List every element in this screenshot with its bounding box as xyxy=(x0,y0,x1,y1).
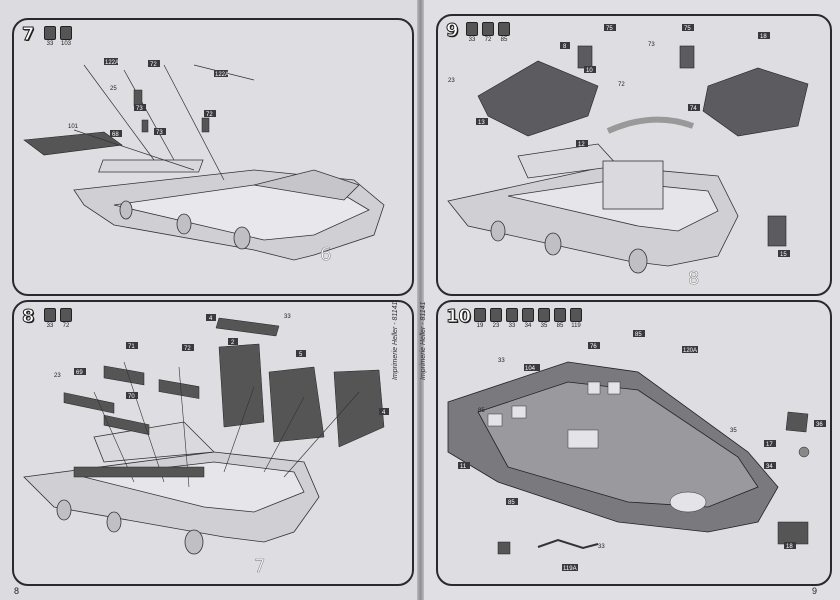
step-8-panel: 8 33 72 4 2 xyxy=(12,300,414,586)
svg-text:33: 33 xyxy=(598,544,605,550)
svg-text:76: 76 xyxy=(590,344,597,350)
paint-swatches: 33 103 xyxy=(44,26,72,47)
step-10-diagram: 85 76 120A 11 36 104 17 34 119A 85 18 33… xyxy=(447,330,826,572)
svg-text:4: 4 xyxy=(209,316,213,322)
svg-text:13: 13 xyxy=(478,120,485,126)
left-page-number: 8 xyxy=(14,586,20,596)
svg-text:6: 6 xyxy=(320,244,331,265)
svg-text:71: 71 xyxy=(128,344,135,350)
svg-text:7: 7 xyxy=(254,556,265,577)
step-7-panel: 7 33 103 122A 72 122A 73 72 73 xyxy=(12,18,414,296)
svg-text:75: 75 xyxy=(606,26,613,32)
svg-text:5: 5 xyxy=(299,352,303,358)
step-7-diagram: 122A 72 122A 73 72 73 68 101 25 6 xyxy=(23,58,385,265)
svg-text:18: 18 xyxy=(786,544,793,550)
svg-text:34: 34 xyxy=(766,464,773,470)
svg-text:23: 23 xyxy=(448,78,455,84)
svg-text:2: 2 xyxy=(231,340,235,346)
svg-text:122A: 122A xyxy=(215,72,229,78)
step-8-diagram: 4 2 71 72 69 70 5 4 33 23 7 xyxy=(23,314,389,577)
svg-text:4: 4 xyxy=(382,410,386,416)
imprint-text-right: Imprimerie Heller - 81141 xyxy=(420,301,427,380)
step-number: 7 xyxy=(22,24,35,46)
svg-text:70: 70 xyxy=(128,394,135,400)
svg-text:15: 15 xyxy=(780,252,787,258)
svg-text:72: 72 xyxy=(184,346,191,352)
svg-text:17: 17 xyxy=(766,442,773,448)
svg-text:69: 69 xyxy=(76,370,83,376)
svg-text:74: 74 xyxy=(690,106,697,112)
step-9-panel: 9 33 72 85 8 75 75 18 10 12 74 xyxy=(436,14,832,296)
svg-text:85: 85 xyxy=(478,408,485,414)
step-number: 8 xyxy=(22,306,35,328)
svg-text:85: 85 xyxy=(635,332,642,338)
svg-text:25: 25 xyxy=(110,86,117,92)
svg-text:68: 68 xyxy=(112,132,119,138)
svg-text:33: 33 xyxy=(284,314,291,320)
svg-text:8: 8 xyxy=(688,268,699,289)
svg-text:33: 33 xyxy=(498,358,505,364)
svg-text:8: 8 xyxy=(563,44,567,50)
svg-text:18: 18 xyxy=(760,34,767,40)
svg-text:119A: 119A xyxy=(563,566,577,572)
svg-text:122A: 122A xyxy=(105,60,119,66)
step-9-diagram: 8 75 75 18 10 12 74 13 15 73 72 23 8 xyxy=(447,24,809,289)
step-number: 10 xyxy=(445,306,472,328)
paint-swatches: 33 72 xyxy=(44,308,72,329)
svg-text:10: 10 xyxy=(586,68,593,74)
svg-text:72: 72 xyxy=(150,62,157,68)
svg-text:12: 12 xyxy=(578,142,585,148)
svg-text:120A: 120A xyxy=(683,348,697,354)
svg-text:73: 73 xyxy=(156,130,163,136)
svg-text:72: 72 xyxy=(618,82,625,88)
paint-swatches: 33 72 85 xyxy=(466,22,510,43)
svg-text:73: 73 xyxy=(648,42,655,48)
svg-text:85: 85 xyxy=(508,500,515,506)
svg-text:11: 11 xyxy=(460,464,467,470)
svg-text:75: 75 xyxy=(684,26,691,32)
step-number: 9 xyxy=(446,20,459,42)
svg-text:35: 35 xyxy=(730,428,737,434)
svg-text:73: 73 xyxy=(136,106,143,112)
right-page-number: 9 xyxy=(812,586,818,596)
paint-swatches: 19 23 33 34 35 85 119 xyxy=(474,308,582,329)
step-10-panel: 10 19 23 33 34 35 85 119 85 76 120A 11 xyxy=(436,300,832,586)
imprint-text-left: Imprimerie Heller - 81141 xyxy=(392,301,399,380)
svg-text:36: 36 xyxy=(816,422,823,428)
svg-text:104: 104 xyxy=(525,366,536,372)
binding-gutter xyxy=(417,0,424,600)
svg-text:23: 23 xyxy=(54,373,61,379)
svg-text:72: 72 xyxy=(206,112,213,118)
svg-text:101: 101 xyxy=(68,124,79,130)
